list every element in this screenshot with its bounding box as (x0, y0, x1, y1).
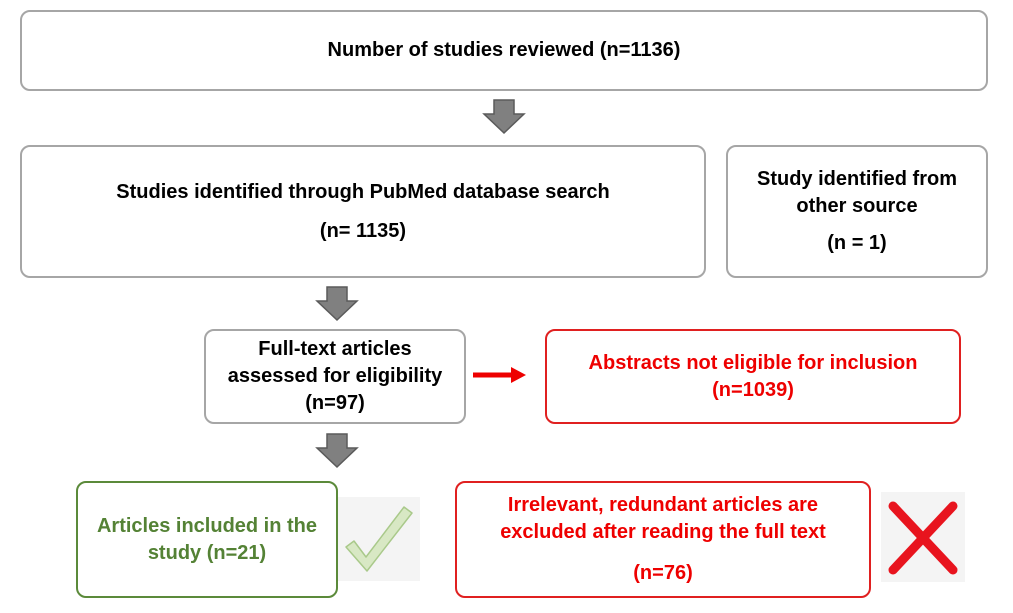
arrow-down-icon (315, 433, 359, 469)
arrow-down-icon (482, 99, 526, 135)
included-box: Articles included in the study (n=21) (76, 481, 338, 598)
fulltext-text-1: Full-text articles (258, 338, 412, 360)
included-text-2: study (n=21) (147, 541, 267, 564)
included-text-1: Articles included in the (96, 514, 318, 537)
other-source-text-1: Study identified from (757, 168, 957, 190)
pubmed-box: Studies identified through PubMed databa… (20, 145, 706, 278)
pubmed-count: (n= 1135) (319, 219, 407, 242)
fulltext-box: Full-text articles assessed for eligibil… (204, 329, 466, 424)
abstracts-text: Abstracts not eligible for inclusion (588, 351, 918, 374)
other-source-count: (n = 1) (827, 232, 887, 254)
abstracts-excluded-box: Abstracts not eligible for inclusion (n=… (545, 329, 961, 424)
fulltext-excluded-box: Irrelevant, redundant articles are exclu… (455, 481, 871, 598)
fulltext-text-2: assessed for eligibility (227, 365, 443, 387)
pubmed-text: Studies identified through PubMed databa… (116, 180, 610, 203)
abstracts-count: (n=1039) (712, 378, 794, 401)
other-source-box: Study identified from other source (n = … (726, 145, 988, 278)
fulltext-count: (n=97) (305, 392, 365, 414)
excluded-text-2: excluded after reading the full text (500, 521, 826, 543)
reviewed-box: Number of studies reviewed (n=1136) (20, 10, 988, 91)
arrow-down-icon (315, 286, 359, 322)
reviewed-text: Number of studies reviewed (n=1136) (327, 39, 681, 61)
excluded-text-1: Irrelevant, redundant articles are (507, 494, 819, 516)
cross-icon (881, 492, 965, 582)
arrow-right-icon (473, 367, 526, 383)
check-icon (338, 497, 420, 581)
other-source-text-2: other source (796, 195, 918, 217)
excluded-count: (n=76) (633, 562, 693, 584)
